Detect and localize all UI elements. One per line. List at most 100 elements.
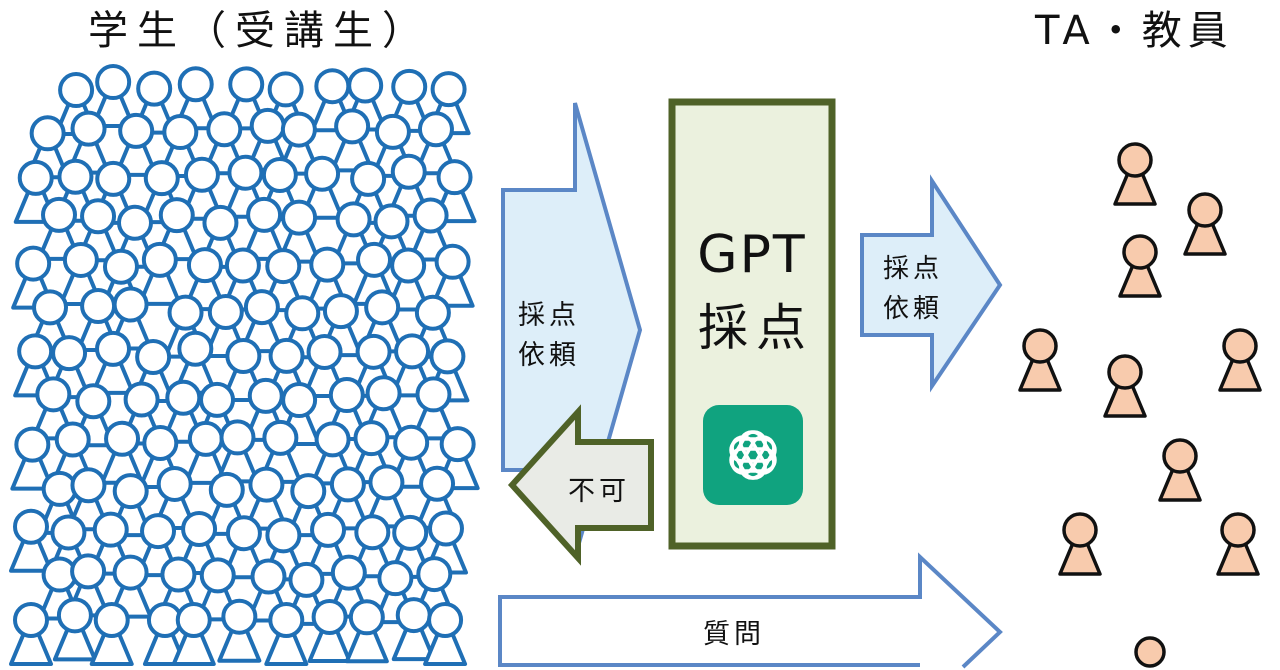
student-icon-head: [416, 556, 453, 593]
student-icon-head: [309, 246, 346, 283]
staff-icon-head: [1134, 636, 1166, 668]
student-icon-head: [335, 201, 372, 238]
student-icon-head: [95, 330, 132, 367]
student-icon-head: [290, 473, 327, 510]
student-icon-head: [92, 511, 129, 548]
student-icon: [305, 246, 350, 311]
student-icon-head: [14, 426, 51, 463]
student-icon-head: [304, 155, 341, 192]
student-icon: [91, 330, 136, 395]
student-icon-head: [249, 107, 286, 144]
staff-icon: [1134, 636, 1166, 668]
student-icon: [25, 115, 70, 180]
student-icon-head: [156, 465, 193, 502]
student-icon-head: [228, 66, 265, 103]
student-icon-head: [377, 560, 414, 597]
student-icon-head: [135, 339, 172, 376]
student-icon-head: [219, 419, 256, 456]
rejection-arrow-shape: [507, 404, 654, 566]
student-icon-head: [243, 289, 280, 326]
student-icon-head: [13, 508, 49, 545]
student-icon-head: [17, 333, 54, 370]
student-icon-head: [227, 154, 264, 191]
student-icon-head: [165, 379, 202, 416]
student-icon-head: [247, 377, 284, 414]
staff-icon-head: [1117, 142, 1153, 178]
staff-icon-head: [1222, 328, 1258, 364]
student-icon-head: [329, 466, 366, 503]
grading-request-label-line1: 採点: [518, 300, 580, 331]
student-icon: [9, 602, 53, 666]
student-icon-head: [158, 197, 195, 234]
student-icon-head: [417, 111, 454, 148]
students-label: 学生（受講生）: [88, 8, 431, 54]
student-icon-head: [70, 110, 107, 147]
student-icon-head: [58, 72, 95, 109]
question-arrow: 質問: [498, 552, 1003, 669]
staff-label: TA・教員: [1034, 8, 1234, 54]
student-icon-head: [394, 333, 431, 370]
student-icon-head: [142, 424, 179, 461]
student-icon-head: [314, 68, 351, 105]
student-icon-head: [56, 597, 93, 634]
student-icon-head: [436, 159, 473, 196]
student-icon-head: [314, 421, 351, 458]
student-icon-head: [175, 602, 212, 638]
student-icon: [391, 597, 436, 662]
forward-request-arrow: 採点 依頼: [860, 174, 1003, 393]
student-icon-head: [32, 289, 69, 326]
student-icon-head: [281, 199, 318, 236]
student-icon-head: [429, 338, 466, 375]
student-icon-head: [330, 554, 367, 591]
student-icon-head: [322, 293, 359, 330]
student-icon-head: [221, 598, 258, 635]
forward-request-label-line2: 依頼: [883, 294, 943, 324]
student-icon-head: [355, 333, 392, 370]
staff-icon-head: [1187, 192, 1223, 228]
student-icon-head: [13, 602, 49, 638]
student-icon-head: [50, 514, 87, 551]
staff-group: [1018, 142, 1262, 668]
student-icon-head: [391, 68, 428, 105]
student-icon-head: [54, 421, 91, 458]
student-icon-head: [102, 248, 139, 285]
student-icon-head: [354, 514, 391, 551]
student-icon-head: [415, 376, 452, 413]
student-icon-head: [306, 334, 343, 371]
staff-icon: [1118, 234, 1162, 298]
student-icon-head: [143, 160, 180, 197]
staff-icon: [1018, 328, 1062, 392]
student-icon-head: [177, 330, 214, 367]
student-icon-head: [347, 67, 384, 104]
staff-icon: [1113, 142, 1157, 206]
student-icon-head: [390, 153, 427, 190]
student-icon: [137, 241, 182, 306]
student-icon-head: [140, 513, 177, 550]
student-icon-head: [390, 247, 427, 284]
staff-icon: [1058, 512, 1102, 576]
staff-icon: [1183, 192, 1227, 256]
staff-icon: [1103, 354, 1147, 418]
student-icon-head: [62, 241, 99, 278]
student-icon-head: [160, 556, 197, 593]
student-icon-head: [412, 197, 449, 234]
student-icon-head: [186, 247, 223, 284]
student-icon-head: [284, 295, 321, 332]
student-icon-head: [265, 248, 302, 285]
student-icon-head: [246, 196, 283, 233]
student-icon-head: [368, 464, 405, 501]
student-icon: [307, 599, 352, 664]
student-icon-head: [334, 108, 371, 145]
student-icon-head: [167, 294, 204, 331]
student-icon-head: [181, 510, 218, 547]
student-icon-head: [95, 160, 132, 197]
student-icon-head: [267, 71, 304, 108]
student-icon-head: [70, 553, 107, 590]
student-icon-head: [123, 381, 160, 418]
student-icon-head: [350, 160, 387, 197]
student-icon-head: [162, 114, 199, 151]
rejection-arrow: 不可: [507, 404, 654, 566]
student-icon-head: [268, 602, 305, 638]
chatgpt-logo-knot: [729, 430, 777, 480]
student-icon-head: [15, 245, 52, 282]
